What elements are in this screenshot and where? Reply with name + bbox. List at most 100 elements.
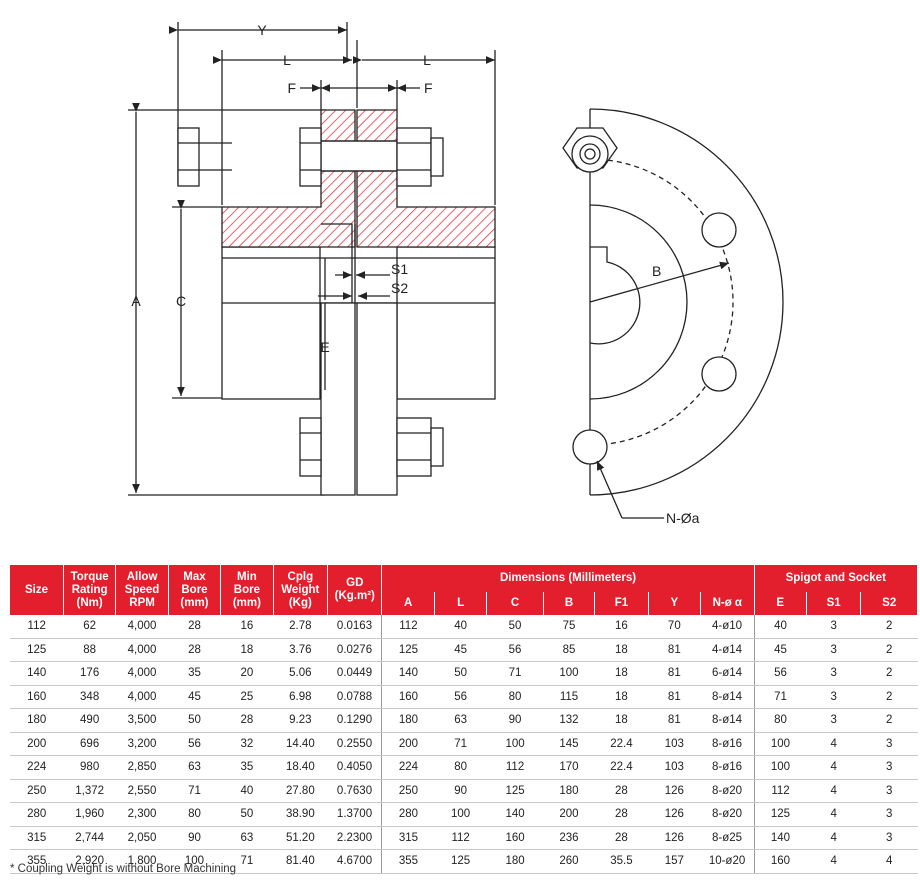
header-dim-c: C xyxy=(486,592,544,615)
table-cell: 250 xyxy=(10,779,64,803)
table-cell: 1,800 xyxy=(115,849,169,874)
table-cell: 126 xyxy=(648,802,701,827)
table-cell: 4-ø10 xyxy=(700,615,755,639)
table-cell: 80 xyxy=(168,802,221,827)
table-cell: 2 xyxy=(860,708,918,733)
table-cell: 14.40 xyxy=(273,732,328,756)
table-cell: 8-ø16 xyxy=(700,755,755,780)
table-cell: 81 xyxy=(648,708,701,733)
table-cell: 18 xyxy=(594,685,649,709)
table-cell: 0.0276 xyxy=(327,638,383,662)
table-cell: 0.0788 xyxy=(327,685,383,709)
table-cell: 25 xyxy=(220,685,274,709)
dim-label-f-right: F xyxy=(424,80,433,96)
table-cell: 348 xyxy=(63,685,116,709)
table-cell: 4 xyxy=(806,755,861,780)
table-cell: 0.0449 xyxy=(327,661,383,686)
table-cell: 2 xyxy=(860,638,918,662)
dim-label-s2: S2 xyxy=(391,280,408,296)
header-dim-f1: F1 xyxy=(594,592,649,615)
table-cell: 2 xyxy=(860,661,918,686)
table-cell: 3.76 xyxy=(273,638,328,662)
table-cell: 2.2300 xyxy=(327,826,383,850)
table-cell: 8-ø14 xyxy=(700,685,755,709)
table-cell: 40 xyxy=(754,615,807,639)
table-cell: 3 xyxy=(860,802,918,827)
table-cell: 90 xyxy=(434,779,487,803)
table-cell: 71 xyxy=(220,849,274,874)
table-cell: 125 xyxy=(434,849,487,874)
table-cell: 280 xyxy=(10,802,64,827)
table-cell: 250 xyxy=(381,779,435,803)
table-cell: 8-ø20 xyxy=(700,779,755,803)
table-cell: 8-ø25 xyxy=(700,826,755,850)
table-cell: 40 xyxy=(220,779,274,803)
table-cell: 4,000 xyxy=(115,661,169,686)
table-cell: 75 xyxy=(543,615,595,639)
table-cell: 4 xyxy=(806,849,861,874)
table-cell: 63 xyxy=(434,708,487,733)
table-cell: 70 xyxy=(648,615,701,639)
table-cell: 126 xyxy=(648,826,701,850)
table-cell: 40 xyxy=(434,615,487,639)
table-cell: 112 xyxy=(754,779,807,803)
table-cell: 0.2550 xyxy=(327,732,383,756)
table-cell: 27.80 xyxy=(273,779,328,803)
table-cell: 81 xyxy=(648,638,701,662)
table-cell: 160 xyxy=(486,826,544,850)
table-cell: 980 xyxy=(63,755,116,780)
table-cell: 3 xyxy=(806,685,861,709)
header-dim-e: E xyxy=(754,592,807,615)
table-cell: 125 xyxy=(381,638,435,662)
table-cell: 18 xyxy=(594,638,649,662)
table-cell: 45 xyxy=(754,638,807,662)
table-cell: 5.06 xyxy=(273,661,328,686)
table-cell: 63 xyxy=(168,755,221,780)
table-cell: 103 xyxy=(648,732,701,756)
table-cell: 28 xyxy=(594,802,649,827)
table-cell: 100 xyxy=(168,849,221,874)
header-dim-l: L xyxy=(434,592,488,615)
table-cell: 9.23 xyxy=(273,708,328,733)
table-cell: 100 xyxy=(486,732,544,756)
table-cell: 28 xyxy=(594,826,649,850)
table-cell: 28 xyxy=(168,638,221,662)
dim-label-c: C xyxy=(176,293,186,309)
table-cell: 176 xyxy=(63,661,116,686)
table-cell: 38.90 xyxy=(273,802,328,827)
table-cell: 3 xyxy=(860,826,918,850)
table-cell: 45 xyxy=(168,685,221,709)
table-cell: 18 xyxy=(594,661,649,686)
table-cell: 50 xyxy=(168,708,221,733)
table-cell: 18 xyxy=(594,708,649,733)
table-cell: 140 xyxy=(486,802,544,827)
table-cell: 180 xyxy=(543,779,595,803)
header-dim-s2: S2 xyxy=(860,592,918,615)
header-dim-y: Y xyxy=(648,592,702,615)
table-cell: 71 xyxy=(168,779,221,803)
table-cell: 18 xyxy=(220,638,274,662)
table-cell: 103 xyxy=(648,755,701,780)
table-cell: 180 xyxy=(10,708,64,733)
end-view xyxy=(562,108,784,519)
table-cell: 696 xyxy=(63,732,116,756)
table-cell: 45 xyxy=(434,638,487,662)
table-cell: 200 xyxy=(10,732,64,756)
table-cell: 71 xyxy=(434,732,487,756)
table-cell: 18.40 xyxy=(273,755,328,780)
table-cell: 4 xyxy=(860,849,918,874)
table-cell: 4,000 xyxy=(115,638,169,662)
table-cell: 115 xyxy=(543,685,595,709)
table-cell: 3 xyxy=(860,755,918,780)
table-cell: 85 xyxy=(543,638,595,662)
table-cell: 100 xyxy=(434,802,487,827)
table-cell: 2,300 xyxy=(115,802,169,827)
